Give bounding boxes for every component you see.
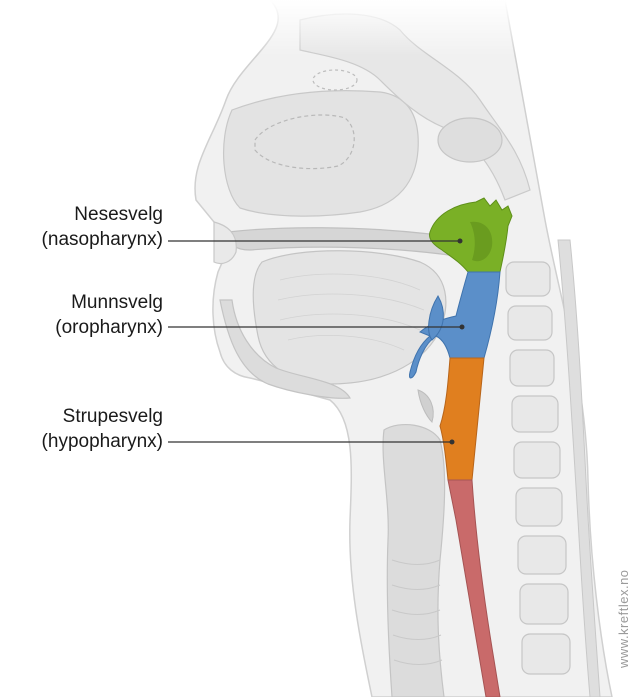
- watermark: www.kreftlex.no: [616, 569, 631, 668]
- label-nasopharynx-latin: (nasopharynx): [42, 227, 163, 252]
- label-hypopharynx-latin: (hypopharynx): [42, 429, 163, 454]
- label-nasopharynx-name: Nesesvelg: [42, 202, 163, 227]
- label-hypopharynx: Strupesvelg (hypopharynx): [42, 404, 163, 454]
- label-nasopharynx: Nesesvelg (nasopharynx): [42, 202, 163, 252]
- label-oropharynx-name: Munnsvelg: [55, 290, 163, 315]
- label-hypopharynx-name: Strupesvelg: [42, 404, 163, 429]
- label-oropharynx: Munnsvelg (oropharynx): [55, 290, 163, 340]
- label-oropharynx-latin: (oropharynx): [55, 315, 163, 340]
